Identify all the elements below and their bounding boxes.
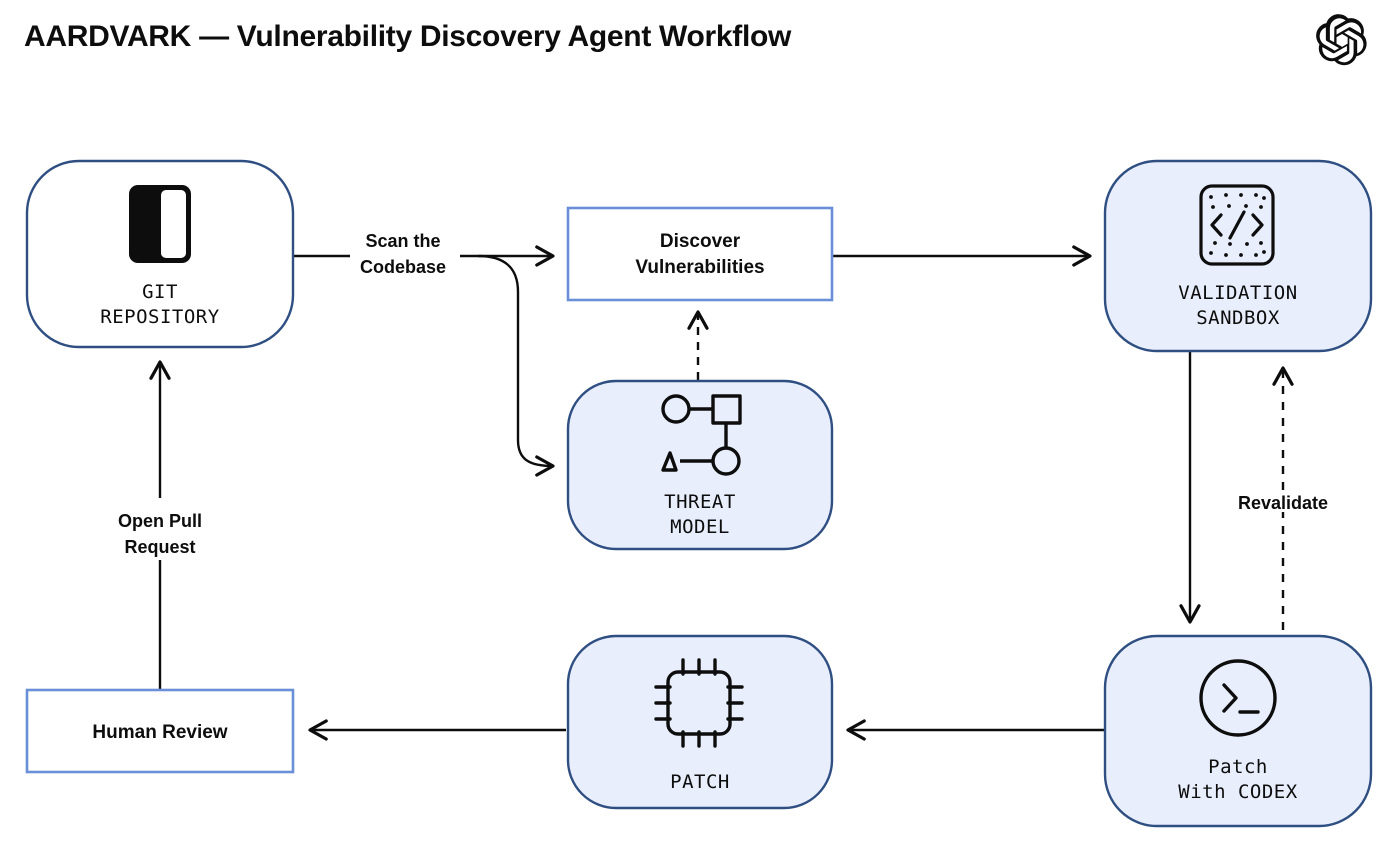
node-label-git-line1: GIT	[142, 281, 178, 303]
cpu-chip-icon	[654, 658, 744, 748]
edge-label-revalidate: Revalidate	[1238, 493, 1328, 513]
edge-scan-branch-to-threat-model	[477, 254, 555, 477]
node-label-codex-line2: With CODEX	[1178, 781, 1297, 803]
node-label-human-review: Human Review	[92, 722, 227, 743]
openai-logo-icon	[1316, 14, 1367, 66]
node-label-sandbox-line2: SANDBOX	[1196, 307, 1280, 329]
terminal-prompt-circle-icon	[1199, 659, 1277, 737]
node-label-git-line2: REPOSITORY	[100, 306, 219, 328]
node-human-review[interactable]: Human Review	[25, 688, 295, 774]
page-title: AARDVARK — Vulnerability Discovery Agent…	[24, 20, 792, 53]
node-label-sandbox-line1: VALIDATION	[1178, 282, 1297, 304]
node-label-discover-line2: Vulnerabilities	[635, 257, 764, 278]
node-label-patch: PATCH	[670, 771, 730, 793]
edge-revalidate: Revalidate	[1238, 366, 1328, 630]
node-git-repository[interactable]: GIT REPOSITORY	[25, 159, 295, 349]
repository-split-square-icon	[129, 185, 191, 263]
edge-label-scan-line2: Codebase	[360, 257, 446, 277]
node-patch-with-codex[interactable]: Patch With CODEX	[1103, 634, 1373, 828]
edge-label-scan-line1: Scan the	[365, 231, 440, 251]
node-label-discover-line1: Discover	[660, 231, 741, 252]
node-label-threat-line2: MODEL	[670, 516, 730, 538]
edge-label-pr-line1: Open Pull	[118, 511, 202, 531]
graph-nodes-icon	[661, 394, 742, 476]
code-brackets-sandbox-icon	[1199, 184, 1275, 266]
node-label-codex-line1: Patch	[1208, 756, 1268, 778]
node-validation-sandbox[interactable]: VALIDATION SANDBOX	[1103, 159, 1373, 353]
node-discover-vulnerabilities[interactable]: Discover Vulnerabilities	[566, 206, 834, 302]
edge-scan-the-codebase: Scan the Codebase	[293, 231, 555, 277]
edge-label-pr-line2: Request	[124, 537, 195, 557]
node-threat-model[interactable]: THREAT MODEL	[566, 379, 834, 551]
node-label-threat-line1: THREAT	[664, 491, 736, 513]
edge-open-pull-request: Open Pull Request	[118, 360, 202, 690]
node-patch[interactable]: PATCH	[566, 634, 834, 810]
